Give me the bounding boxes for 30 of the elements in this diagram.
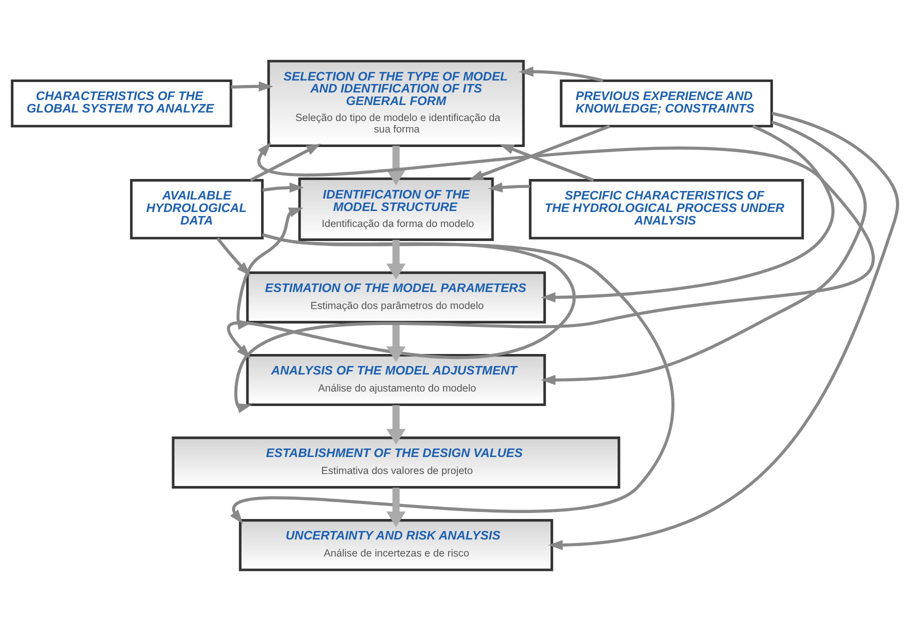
node-box: ESTIMATION OF THE MODEL PARAMETERS Estimação dos parâmetros do modelo	[246, 270, 546, 323]
arrow	[540, 120, 867, 385]
arrow	[518, 66, 604, 82]
node-box: IDENTIFICATION OF THE MODEL STRUCTURE Identificação da forma do modelo	[298, 176, 494, 240]
node-box: PREVIOUS EXPERIENCE AND KNOWLEDGE; CONSTRAINTS	[560, 78, 773, 127]
arrow	[234, 142, 874, 413]
arrow	[236, 207, 304, 330]
arrow	[386, 487, 406, 527]
node-box: AVAILABLE HYDROLOGICAL DATA	[130, 178, 264, 239]
arrow	[230, 232, 674, 524]
arrow	[386, 145, 406, 185]
node-box: SELECTION OF THE TYPE OF MODEL AND IDENTIFICATION OF ITS GENERAL FORM Seleção do tipo de modelo e identificação da sua forma	[267, 59, 525, 147]
arrow	[540, 124, 834, 302]
arrow	[250, 143, 321, 182]
arrow	[386, 322, 406, 362]
node-box: ANALYSIS OF THE MODEL ADJUSTMENT Análise do ajustamento do modelo	[246, 353, 546, 406]
arrow	[386, 239, 406, 279]
arrow	[488, 182, 530, 192]
arrow	[548, 111, 899, 550]
node-box: ESTABLISHMENT OF THE DESIGN VALUES Estimativa dos valores de projeto	[172, 436, 620, 488]
arrow	[228, 232, 576, 359]
node-box: CHARACTERISTICS OF THE GLOBAL SYSTEM TO ANALYZE	[10, 78, 232, 127]
node-box: SPECIFIC CHARACTERISTICS OF THE HYDROLOGICAL PROCESS UNDER ANALYSIS	[528, 178, 804, 239]
arrow	[231, 80, 274, 91]
arrow	[262, 182, 304, 192]
arrow	[499, 144, 594, 182]
arrow	[216, 236, 251, 276]
arrow	[468, 124, 610, 180]
arrow	[386, 404, 406, 444]
node-box: UNCERTAINTY AND RISK ANALYSIS Análise de incertezas e de risco	[238, 518, 554, 571]
